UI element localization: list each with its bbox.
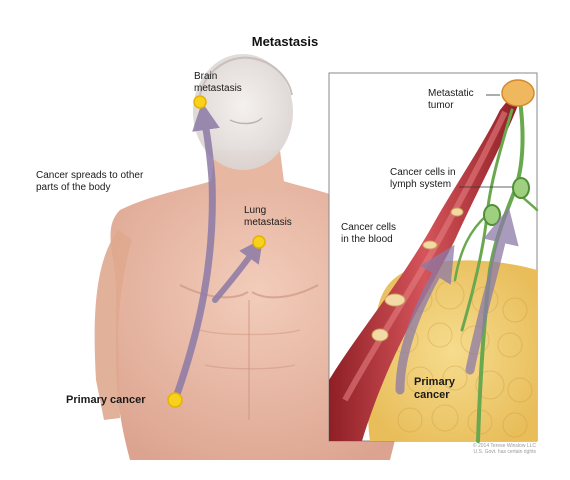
- primary-cancer-label: Primary cancer: [66, 394, 146, 406]
- lymph-node: [483, 204, 501, 226]
- metastatic-tumor: [501, 79, 535, 107]
- lung-metastasis-dot: [252, 235, 266, 249]
- spread-arrows: [171, 102, 263, 404]
- inset-panel: [328, 72, 539, 443]
- lymph-node: [512, 177, 530, 199]
- figure-title: Metastasis: [251, 34, 319, 49]
- human-head: [193, 54, 293, 170]
- primary-cancer-dot: [167, 392, 183, 408]
- brain-metastasis-dot: [193, 95, 207, 109]
